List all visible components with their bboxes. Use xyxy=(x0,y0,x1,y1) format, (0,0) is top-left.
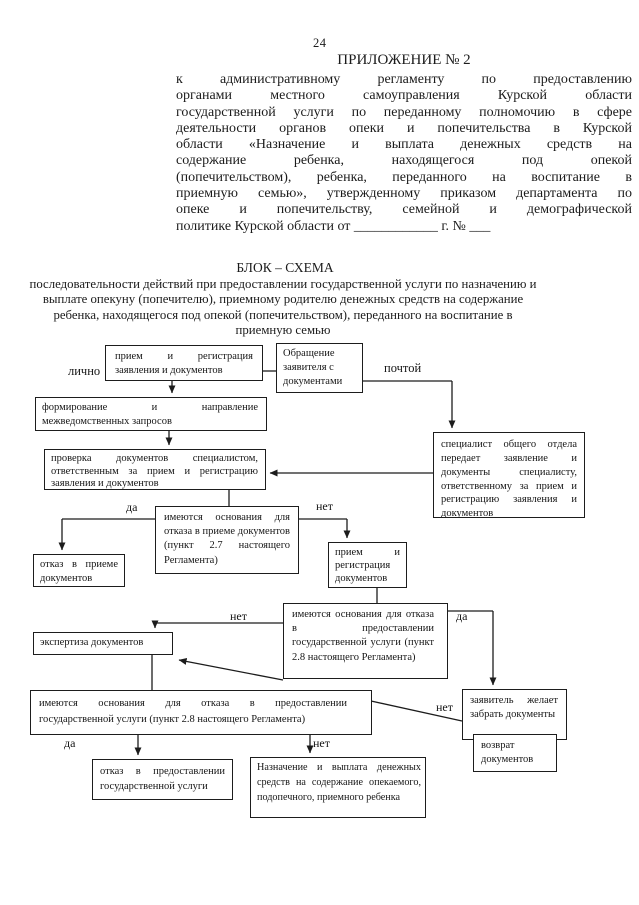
paragraph-line: органами местного самоуправления Курской… xyxy=(176,88,632,104)
flow-box-expertiza-dokumentov: экспертиза документов xyxy=(33,632,173,655)
flow-box-priem-registracia-dokumentov: прием и регистрация документов xyxy=(328,542,407,588)
flow-box-otkaz-v-prieme: отказ в приеме документов xyxy=(33,554,125,587)
paragraph-line: опеке и попечительству, семейной и демог… xyxy=(176,202,632,218)
paragraph-line: к административному регламенту по предос… xyxy=(176,72,632,87)
flow-box-vozvrat-dokumentov: возврат документов xyxy=(473,734,557,772)
edge-label-da: да xyxy=(126,500,138,514)
paragraph-line: (попечительством), ребенка, переданного … xyxy=(176,169,632,185)
paragraph-line: приемную семью», утвержденному приказом … xyxy=(176,186,632,202)
flow-box-proverka-dokumentov: проверка документов специалистом, ответс… xyxy=(44,449,266,490)
flow-box-formirovanie-zaprosov: формирование и направление межведомствен… xyxy=(35,397,267,431)
paragraph-line: области «Назначение и выплата денежных с… xyxy=(176,137,632,153)
flow-box-priem-registracia-zayavleniya: прием и регистрация заявления и документ… xyxy=(105,345,263,381)
flow-box-osnovaniya-otkaza-predostavleniya-wide: имеются основания для отказа в предостав… xyxy=(30,690,372,735)
flow-box-naznachenie-vyplata: Назначение и выплата денежных средств на… xyxy=(250,757,426,818)
page-number: 24 xyxy=(313,36,327,50)
edge-label-net: нет xyxy=(313,736,330,750)
scheme-title: БЛОК – СХЕМА xyxy=(236,260,334,275)
paragraph-line: содержание ребенка, находящегося под опе… xyxy=(176,153,632,169)
flow-box-osnovaniya-otkaza-predostavleniya: имеются основания для отказа в предостав… xyxy=(283,603,448,679)
edge-label-da: да xyxy=(64,736,76,750)
edge-label-net: нет xyxy=(316,499,333,513)
flow-box-obrashenie-zayavitelya: Обращение заявителя с документами xyxy=(276,343,363,393)
edge-label-pochtoy: почтой xyxy=(384,361,422,375)
flow-box-zayavitel-zhelaet-zabrat: заявитель желает забрать документы xyxy=(462,689,567,740)
appendix-paragraph: к административному регламенту по предос… xyxy=(176,72,632,235)
paragraph-line: государственной услуги по переданному по… xyxy=(176,104,632,120)
flow-box-osnovaniya-otkaza-priema: имеются основания для отказа в приеме до… xyxy=(155,506,299,574)
edge-label-da: да xyxy=(456,609,468,623)
edge-label-lichno: лично xyxy=(68,364,101,378)
flow-box-specialist-obshego-otdela: специалист общего отдела передает заявле… xyxy=(433,432,585,518)
edge-label-net: нет xyxy=(230,609,247,623)
flow-box-otkaz-predostavleniya-uslugi: отказ в предоставлении государственной у… xyxy=(92,759,233,800)
paragraph-line: деятельности органов опеки и попечительс… xyxy=(176,120,632,136)
paragraph-line: политике Курской области от ____________… xyxy=(176,218,491,234)
appendix-title: ПРИЛОЖЕНИЕ № 2 xyxy=(337,52,471,68)
flow-box-line: имеются основания для отказа в предостав… xyxy=(39,698,347,709)
flow-box-line: государственной услуги (пункт 2.8 настоя… xyxy=(39,713,306,725)
edge-label-net: нет xyxy=(436,700,453,714)
scheme-subtitle: последовательности действий при предоста… xyxy=(29,277,537,338)
